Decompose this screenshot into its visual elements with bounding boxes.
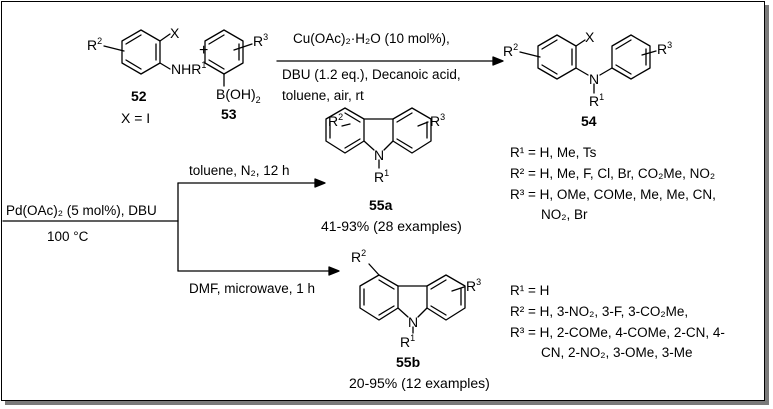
p55b-r2-definition: R² = H, 3-NO₂, 3-F, 3-CO₂Me, [510,304,689,319]
step1-condition-line1: Cu(OAc)₂·H₂O (10 mol%), [293,31,450,46]
compound-55a-number: 55a [369,197,393,213]
p55b-yield: 20-95% (12 examples) [349,375,490,391]
compound-52-number: 52 [131,88,147,104]
product-55b-structure [359,263,466,334]
reactant-53-structure [204,29,253,87]
branch-b-arrowhead [328,266,340,276]
p55a-r1-label: R1 [374,168,389,185]
step1-condition-line3: toluene, air, rt [282,88,364,103]
p55a-r3-label: R3 [430,112,445,129]
p55b-r3-definition-line1: R³ = H, 2-COMe, 4-COMe, 2-CN, 4- [510,325,725,340]
p54-r1-definition: R¹ = H, Me, Ts [510,145,597,160]
r52-x-label: X [170,25,180,41]
compound-54-number: 54 [581,113,597,129]
reactant-52-structure [103,29,171,75]
plus-sign: + [199,42,208,59]
step2-condition-bottom: 100 °C [47,229,89,244]
p55a-yield: 41-93% (28 examples) [321,218,462,234]
product-55a-structure [325,107,432,169]
r53-r3-label: R3 [253,32,268,49]
product-54-structure [519,34,657,94]
branch-b-condition: DMF, microwave, 1 h [189,281,316,296]
p55b-r1-label: R1 [400,333,415,350]
r53-boronic-label: B(OH)2 [216,86,261,105]
r52-r2-label: R2 [87,36,102,53]
step1-condition-line2: DBU (1.2 eq.), Decanoic acid, [282,67,461,82]
p54-r3-label: R3 [657,40,672,57]
scheme-frame [1,1,765,401]
r52-amine-label: NHR1 [171,60,206,77]
p54-r3-definition-line2: NO₂, Br [541,207,588,222]
p55b-r3-definition-line2: CN, 2-NO₂, 3-OMe, 3-Me [541,345,693,360]
step1-arrowhead [492,56,504,66]
compound-55b-number: 55b [396,354,420,370]
p55b-r1-definition: R¹ = H [510,283,550,298]
p54-r2-label: R2 [503,42,518,59]
p55b-n-label: N [408,314,418,330]
step2-condition-top: Pd(OAc)₂ (5 mol%), DBU [6,203,157,218]
p54-n-label: N [589,71,599,87]
p54-r3-definition-line1: R³ = H, OMe, COMe, Me, Me, CN, [510,187,716,202]
p55b-r2-label: R2 [351,248,366,265]
compound-53-number: 53 [221,106,237,122]
p55a-n-label: N [374,147,384,163]
branch-a-condition: toluene, N₂, 12 h [189,163,290,178]
p54-r2-definition: R² = H, Me, F, Cl, Br, CO₂Me, NO₂ [510,166,716,181]
p54-r1-label: R1 [589,92,604,109]
p55a-r2-label: R2 [328,112,343,129]
r52-condition: X = I [121,110,150,126]
p55b-r3-label: R3 [466,277,481,294]
p54-x-label: X [585,29,595,45]
branch-a-arrowhead [314,178,326,188]
